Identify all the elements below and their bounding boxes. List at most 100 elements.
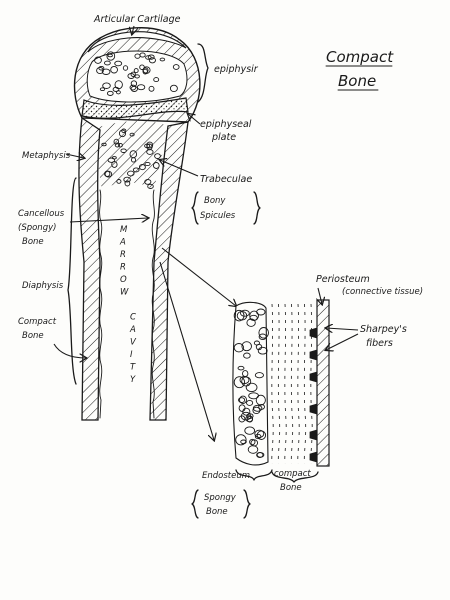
trabecular-pore (120, 148, 127, 153)
trabecular-pore (127, 170, 135, 177)
trabecular-pore (246, 415, 254, 423)
long-bone (73, 27, 201, 421)
lamella-line (271, 303, 274, 465)
trabecular-pore (118, 129, 127, 138)
trabecular-pore (169, 84, 178, 93)
trabecular-pore (132, 167, 140, 173)
marrow-cavity-letter: W (120, 288, 129, 298)
trabecular-pore (256, 452, 264, 458)
trabecular-pore (148, 85, 155, 92)
trabecular-pore (240, 309, 250, 317)
trabecular-pore (233, 376, 246, 389)
epiphysis-trabecular-pores (94, 51, 180, 96)
trabecular-pore (239, 395, 247, 404)
trabecular-pore (114, 142, 121, 148)
trabecular-pore (133, 68, 139, 74)
trabecular-pore (129, 132, 135, 137)
detail-compact-lamellae (271, 303, 313, 465)
trabecular-pore (172, 64, 180, 70)
trabecular-pore (249, 438, 256, 446)
label-epiphyseal-plate-1: epiphyseal (200, 119, 252, 130)
trabecular-pore (134, 53, 141, 59)
trabecular-pore (244, 426, 256, 435)
marrow-cavity-letter: C (130, 313, 136, 323)
trabecular-pore (107, 157, 116, 163)
trabecular-pore (240, 439, 247, 445)
trabecular-pore (123, 176, 131, 183)
trabecular-pore (258, 327, 269, 339)
label-compact-bone-detail-1: compact (274, 469, 311, 479)
label-spongy-bone-1: Spongy (204, 493, 237, 503)
trabecular-pore (148, 57, 156, 64)
trabecular-pore (147, 54, 155, 60)
trabecular-pore (122, 65, 129, 71)
sharpeys-fiber (309, 403, 318, 415)
lamella-line (297, 303, 300, 465)
trabecular-pore (129, 84, 137, 91)
trabecular-pore (102, 82, 111, 89)
title-line-2: Bone (338, 72, 376, 90)
label-compact-bone-2: Bone (22, 331, 44, 341)
trabecular-pore (252, 406, 261, 415)
trabecular-pore (107, 53, 113, 58)
trabecular-pore (96, 66, 104, 75)
trabecular-pore (127, 73, 135, 79)
detail-spongy-pores (233, 308, 269, 458)
title-line-1: Compact (326, 48, 394, 66)
trabecular-pore (247, 445, 259, 454)
trabecular-pore (238, 397, 246, 403)
marrow-cavity-letter: Y (130, 375, 136, 385)
trabecular-pore (138, 164, 146, 171)
label-sharpeys-1: Sharpey's (360, 324, 407, 335)
trabecular-pore (115, 90, 121, 95)
articular-cartilage (87, 31, 187, 53)
trabecular-pore (153, 77, 160, 83)
trabecular-pore (98, 65, 105, 71)
trabecular-pore (130, 80, 138, 87)
trabecular-pore (130, 71, 136, 77)
epiphysis-spongy-core (86, 50, 188, 103)
trabecular-pore (121, 128, 127, 134)
trabecular-pore (248, 392, 259, 400)
trabecular-pore (241, 341, 252, 352)
trabecular-pore (254, 429, 265, 438)
trabecular-pore (117, 142, 123, 148)
trabecular-pore (111, 161, 118, 168)
trabecular-pore (254, 372, 264, 379)
metaphysis-trabecular-pores (101, 128, 161, 189)
marrow-cavity-letter: R (120, 263, 126, 273)
lamella-line (284, 303, 287, 465)
label-connective-tissue: (connective tissue) (342, 287, 423, 297)
trabecular-pore (124, 180, 131, 187)
epiphyseal-plate (81, 97, 189, 119)
trabecular-pore (114, 60, 123, 67)
trabecular-pore (253, 340, 260, 346)
trabecular-pore (130, 157, 137, 163)
marrow-cavity-letter: I (130, 350, 133, 360)
marrow-cavity-letter: T (130, 363, 136, 373)
trabecular-pore (238, 415, 246, 423)
marrow-cavity-letter: R (120, 250, 126, 260)
trabecular-pore (136, 84, 146, 91)
lamella-line (303, 303, 307, 465)
trabecular-pore (110, 65, 118, 74)
trabecular-pore (256, 430, 267, 440)
trabecular-pore (104, 60, 111, 66)
trabecular-pore (254, 433, 262, 440)
label-periosteum: Periosteum (316, 274, 370, 285)
trabecular-pore (238, 404, 246, 412)
sharpeys-fiber (309, 429, 318, 441)
marrow-cavity-letter: A (119, 238, 126, 248)
label-cancellous-1: Cancellous (18, 209, 65, 219)
trabecular-pore (154, 153, 161, 159)
diagram-title: Compact Bone (325, 48, 394, 91)
label-trabeculae: Trabeculae (200, 174, 252, 185)
trabecular-pore (235, 434, 247, 446)
label-endosteum: Endosteum (202, 471, 250, 481)
trabecular-pore (113, 138, 120, 145)
trabecular-pore (106, 90, 114, 96)
label-bony-spicules-1: Bony (204, 196, 226, 206)
label-epiphyseal-plate-2: plate (211, 132, 236, 143)
trabecular-pore (111, 156, 117, 160)
